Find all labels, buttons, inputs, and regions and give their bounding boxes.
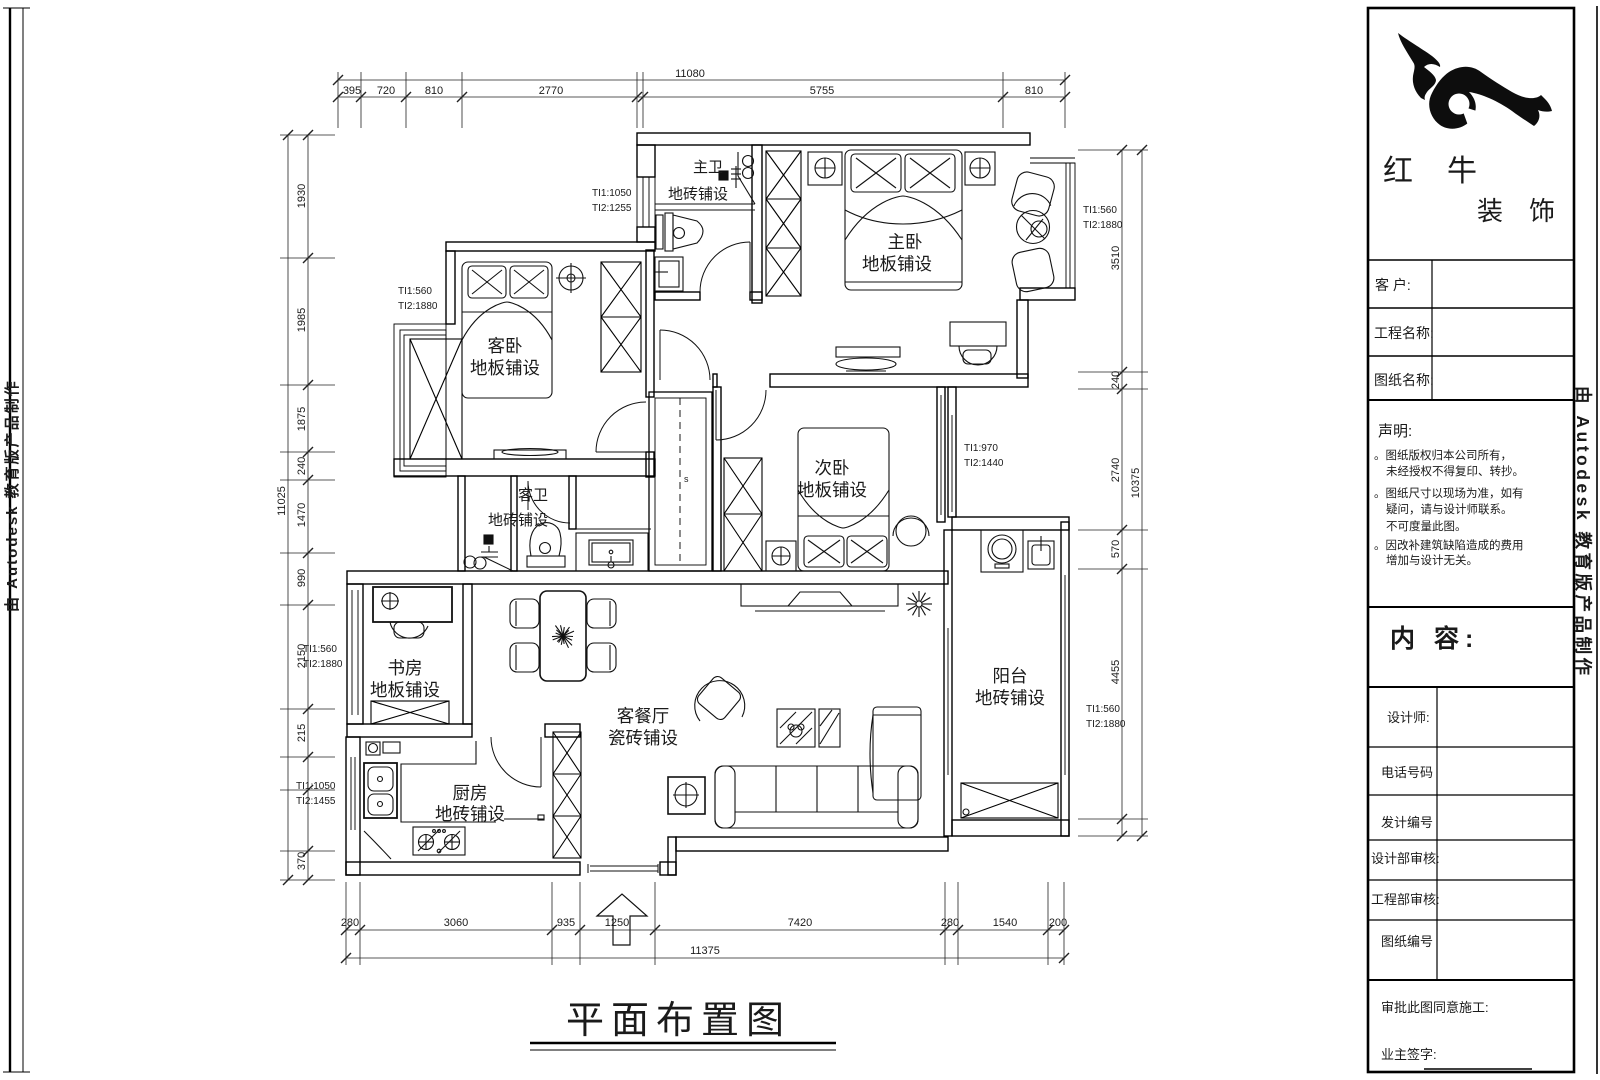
svg-text:未经授权不得复印、转抄。: 未经授权不得复印、转抄。 [1386, 464, 1524, 478]
svg-text:主卧: 主卧 [888, 232, 923, 252]
svg-text:2740: 2740 [1110, 458, 1122, 482]
svg-text:TI2:1880: TI2:1880 [1083, 220, 1123, 231]
svg-text:由 Autodesk 教育版产品制作: 由 Autodesk 教育版产品制作 [1573, 386, 1593, 678]
svg-text:声明:: 声明: [1378, 422, 1412, 440]
svg-text:280: 280 [941, 917, 959, 929]
svg-text:TI1:1050: TI1:1050 [592, 188, 632, 199]
svg-text:TI1:560: TI1:560 [398, 286, 432, 297]
svg-text:客卫: 客卫 [518, 487, 548, 504]
svg-text:瓷砖铺设: 瓷砖铺设 [608, 728, 678, 748]
svg-text:11080: 11080 [675, 68, 705, 80]
svg-text:720: 720 [377, 85, 395, 97]
svg-text:370: 370 [296, 852, 308, 870]
svg-text:395: 395 [343, 85, 361, 97]
svg-text:内 容:: 内 容: [1390, 624, 1479, 653]
svg-text:TI1:1050: TI1:1050 [296, 781, 336, 792]
svg-text:工程名称:: 工程名称: [1374, 325, 1434, 341]
svg-text:11375: 11375 [690, 945, 720, 957]
svg-text:5755: 5755 [810, 85, 834, 97]
svg-text:图纸名称:: 图纸名称: [1374, 372, 1434, 388]
svg-text:570: 570 [1110, 540, 1122, 558]
svg-text:TI1:560: TI1:560 [1083, 205, 1117, 216]
svg-text:810: 810 [1025, 85, 1043, 97]
svg-text:TI2:1440: TI2:1440 [964, 458, 1004, 469]
svg-text:工程部审核:: 工程部审核: [1371, 892, 1440, 907]
svg-text:TI1:560: TI1:560 [1086, 704, 1120, 715]
svg-text:2770: 2770 [539, 85, 563, 97]
svg-text:增加与设计无关。: 增加与设计无关。 [1386, 553, 1478, 567]
svg-text:TI1:970: TI1:970 [964, 443, 998, 454]
svg-text:不可度量此图。: 不可度量此图。 [1386, 519, 1467, 533]
svg-text:书房: 书房 [388, 658, 423, 678]
svg-text:装饰: 装饰 [1477, 196, 1581, 226]
svg-text:11025: 11025 [276, 486, 288, 516]
svg-text:由 Autodesk 教育版产品制作: 由 Autodesk 教育版产品制作 [3, 379, 21, 612]
svg-text:1985: 1985 [296, 308, 308, 332]
svg-text:地砖铺设: 地砖铺设 [435, 804, 505, 824]
svg-text:地板铺设: 地板铺设 [797, 480, 867, 500]
svg-text:200: 200 [1049, 917, 1067, 929]
svg-text:平面布置图: 平面布置图 [566, 1000, 791, 1042]
svg-text:主卫: 主卫 [693, 159, 723, 176]
svg-text:业主签字:: 业主签字: [1381, 1047, 1437, 1062]
svg-text:215: 215 [296, 724, 308, 742]
svg-text:990: 990 [296, 569, 308, 587]
svg-text:3060: 3060 [444, 917, 468, 929]
svg-text:次卧: 次卧 [815, 458, 850, 478]
svg-text:s: s [684, 474, 689, 484]
svg-text:设计师:: 设计师: [1387, 710, 1430, 725]
svg-text:7420: 7420 [788, 917, 812, 929]
svg-text:TI2:1880: TI2:1880 [398, 301, 438, 312]
svg-text:地砖铺设: 地砖铺设 [488, 512, 548, 529]
svg-text:3510: 3510 [1110, 246, 1122, 270]
svg-text:地砖铺设: 地砖铺设 [668, 186, 728, 203]
svg-text:1930: 1930 [296, 184, 308, 208]
svg-text:280: 280 [341, 917, 359, 929]
svg-text:TI2:1255: TI2:1255 [592, 203, 632, 214]
svg-text:TI2:1455: TI2:1455 [296, 796, 336, 807]
svg-text:1875: 1875 [296, 407, 308, 431]
svg-text:。图纸尺寸以现场为准，如有: 。图纸尺寸以现场为准，如有 [1374, 486, 1524, 500]
svg-text:1250: 1250 [605, 917, 629, 929]
svg-text:电话号码: 电话号码 [1381, 765, 1433, 780]
svg-text:810: 810 [425, 85, 443, 97]
svg-text:。因改补建筑缺陷造成的费用: 。因改补建筑缺陷造成的费用 [1374, 538, 1524, 552]
svg-text:厨房: 厨房 [453, 783, 488, 803]
svg-text:地砖铺设: 地砖铺设 [975, 688, 1045, 708]
svg-text:疑问，请与设计师联系。: 疑问，请与设计师联系。 [1386, 502, 1513, 516]
svg-text:1470: 1470 [296, 503, 308, 527]
svg-text:TI2:1880: TI2:1880 [303, 659, 343, 670]
svg-text:地板铺设: 地板铺设 [470, 358, 540, 378]
svg-text:240: 240 [1110, 371, 1122, 389]
svg-text:。图纸版权归本公司所有，: 。图纸版权归本公司所有， [1374, 448, 1512, 462]
svg-text:客卧: 客卧 [488, 336, 523, 356]
svg-text:设计部审核:: 设计部审核: [1371, 851, 1440, 866]
svg-text:阳台: 阳台 [993, 666, 1028, 686]
svg-text:审批此图同意施工:: 审批此图同意施工: [1381, 1000, 1489, 1015]
svg-text:935: 935 [557, 917, 575, 929]
svg-text:2150: 2150 [296, 644, 308, 668]
svg-text:1540: 1540 [993, 917, 1017, 929]
svg-text:地板铺设: 地板铺设 [862, 254, 932, 274]
svg-text:客餐厅: 客餐厅 [617, 706, 670, 726]
svg-text:240: 240 [296, 457, 308, 475]
svg-text:图纸编号: 图纸编号 [1381, 934, 1433, 949]
svg-text:10375: 10375 [1130, 468, 1142, 499]
svg-text:发计编号: 发计编号 [1381, 815, 1433, 830]
svg-text:红牛: 红牛 [1383, 155, 1511, 188]
svg-text:地板铺设: 地板铺设 [370, 680, 440, 700]
svg-text:客 户:: 客 户: [1375, 277, 1411, 293]
svg-text:TI2:1880: TI2:1880 [1086, 719, 1126, 730]
svg-text:TI1:560: TI1:560 [303, 644, 337, 655]
svg-text:4455: 4455 [1110, 660, 1122, 684]
